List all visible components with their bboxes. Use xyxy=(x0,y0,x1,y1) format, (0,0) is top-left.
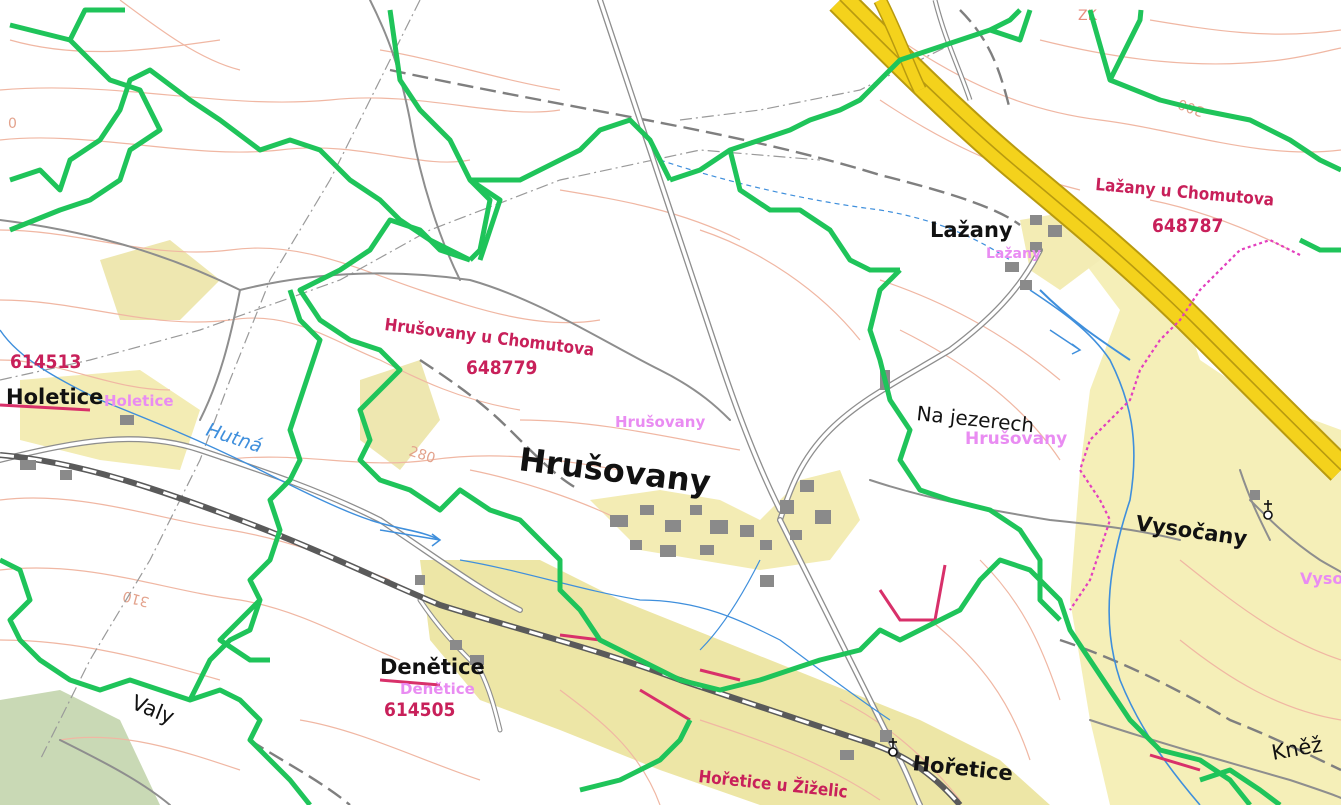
cadastral-boundaries xyxy=(0,7,1341,807)
red-lines xyxy=(0,403,1201,772)
contour-label-0: 0 xyxy=(8,116,17,132)
church-icon xyxy=(888,738,898,757)
pink-label-hrusovany-2: Hrušovany xyxy=(965,429,1067,449)
water-arrows xyxy=(379,329,1082,547)
settlement-pink-labels: Hrušovany Hrušovany Lažany Holetice Deně… xyxy=(104,246,1341,698)
pink-label-hrusovany-1: Hrušovany xyxy=(615,413,705,431)
admin-lines xyxy=(0,0,961,761)
cad-code-lazany: 648787 xyxy=(1152,215,1223,237)
pink-label-denetice: Denětice xyxy=(400,680,475,698)
contour-label-310: 310 xyxy=(121,587,151,609)
pink-label-vysoc: Vysoč xyxy=(1300,569,1341,588)
village-holetice: Holetice xyxy=(6,385,103,409)
pink-label-holetice: Holetice xyxy=(104,392,174,410)
village-denetice: Denětice xyxy=(380,655,485,679)
pink-label-lazany: Lažany xyxy=(986,246,1041,262)
water xyxy=(0,159,1201,806)
church-icon xyxy=(1263,500,1273,520)
highway xyxy=(829,0,1341,481)
contour-label-280: 280 xyxy=(407,444,437,467)
magenta-boundary xyxy=(1069,238,1301,611)
cad-code-hrusovany: 648779 xyxy=(466,357,537,379)
cad-code-denetice: 614505 xyxy=(384,699,455,721)
cad-code-holetice: 614513 xyxy=(10,351,81,373)
railway xyxy=(0,452,963,807)
village-lazany: Lažany xyxy=(930,218,1013,242)
